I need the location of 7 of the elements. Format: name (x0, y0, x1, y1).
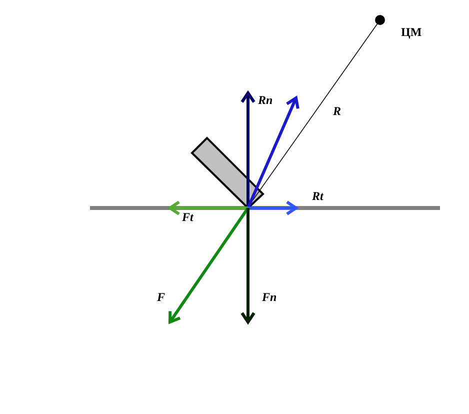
force-label: F (157, 291, 166, 303)
centre-of-mass-label: ЦМ (401, 26, 422, 38)
force-label: Fn (262, 291, 277, 303)
force-label: Ft (182, 211, 194, 223)
force-label: R (333, 105, 342, 117)
force-label: Rn (258, 94, 273, 106)
force-label: Rt (312, 190, 324, 202)
